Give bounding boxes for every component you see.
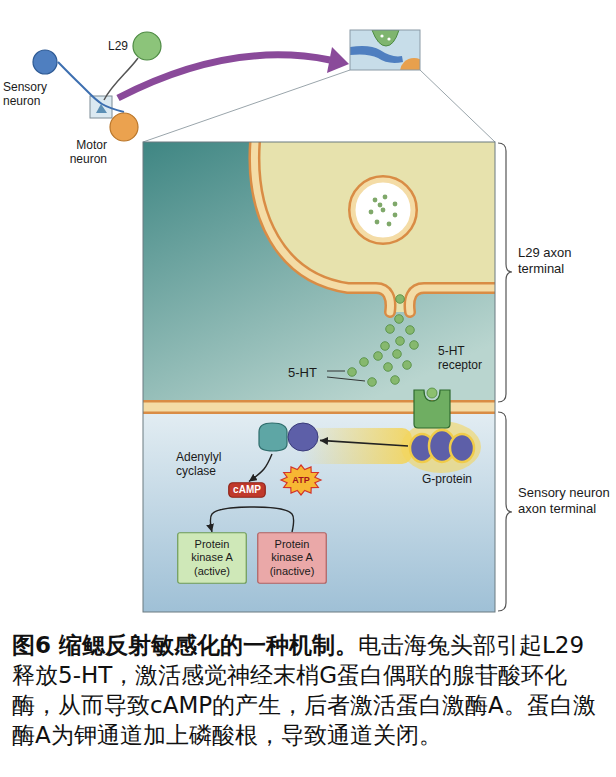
- motor-neuron-body: Motor neuron: [109, 112, 139, 142]
- g-protein: G-protein: [408, 426, 474, 466]
- camp-tag: cAMP: [228, 482, 266, 498]
- node-shape: [132, 31, 162, 61]
- vesicle: [353, 180, 413, 240]
- l29-terminal: [254, 142, 495, 312]
- vesicle-content: [375, 220, 380, 225]
- node-shape: [109, 112, 139, 142]
- signal-glow: [401, 421, 481, 473]
- connector: [249, 454, 272, 482]
- serotonin-molecule: [391, 376, 400, 385]
- molecule-label: 5-HT: [288, 365, 326, 381]
- vesicle-content: [387, 222, 392, 227]
- node-label: Sensory neuron: [3, 80, 61, 109]
- process-box: Protein kinase A (active): [177, 532, 247, 584]
- box-outline: [258, 533, 327, 584]
- membrane: [254, 142, 495, 312]
- zoom-guide: [143, 70, 350, 142]
- node-shape: [32, 49, 58, 75]
- motor-neuron-icon: [400, 58, 420, 70]
- zoom-arrow: [118, 55, 330, 98]
- bracket: [498, 412, 512, 611]
- box-outline: [229, 482, 266, 497]
- l29-terminal-icon: [372, 30, 399, 46]
- leader-line: [327, 377, 365, 381]
- zoom-arrowhead: [327, 47, 349, 73]
- inset-frame: [350, 30, 420, 70]
- atp-burst: ATP: [280, 464, 322, 496]
- l29-neuron-body: L29: [132, 31, 162, 61]
- node-shape: [410, 380, 454, 428]
- connector: [210, 507, 293, 532]
- vesicle-content: [373, 198, 378, 203]
- bracket: [498, 143, 512, 402]
- node-label: G-protein: [422, 472, 488, 486]
- serotonin-molecule: [374, 352, 383, 361]
- receptor-protein: 5-HT receptor: [410, 380, 454, 428]
- figure-title: 图6 缩鳃反射敏感化的一种机制。: [12, 632, 358, 658]
- vesicle-content: [378, 203, 383, 208]
- membrane: [254, 142, 495, 312]
- cell-body: [133, 32, 161, 60]
- protein-subunit: [450, 434, 474, 462]
- node-text: ATP: [292, 475, 309, 486]
- node-label: 5-HT receptor: [438, 344, 494, 373]
- connector: [58, 62, 124, 112]
- node-text: Protein kinase A (active): [181, 538, 243, 578]
- zoom-guide: [420, 70, 495, 142]
- panel-frame: [143, 142, 495, 612]
- serotonin-molecule: [386, 325, 395, 334]
- serotonin-molecule: [396, 295, 405, 304]
- serotonin-molecule: [381, 342, 390, 351]
- connector: [320, 440, 408, 446]
- node-label: Motor neuron: [57, 138, 107, 167]
- node-text: cAMP: [233, 484, 261, 496]
- vesicle-content: [393, 202, 398, 207]
- cell-body: [33, 50, 57, 74]
- node-label: L29: [100, 39, 128, 53]
- vesicle-content: [393, 213, 398, 218]
- serotonin-molecule: [348, 368, 357, 377]
- serotonin-molecule: [360, 358, 369, 367]
- node-shape: [408, 426, 474, 466]
- node-shape: [256, 420, 320, 454]
- vesicle-content: [383, 195, 388, 200]
- serotonin-molecule: [395, 315, 404, 324]
- region-label: L29 axon terminal: [518, 245, 612, 276]
- node-label: Adenylyl cyclase: [176, 450, 238, 479]
- node-text: Protein kinase A (inactive): [261, 538, 323, 578]
- serotonin-molecule: [384, 363, 393, 372]
- serotonin-molecule: [368, 378, 377, 387]
- vesicle-icon: [387, 37, 390, 40]
- vesicle-membrane: [353, 180, 413, 240]
- cytoplasm-ground: [143, 407, 495, 612]
- energy-burst: [281, 465, 321, 495]
- serotonin-molecule: [393, 350, 402, 359]
- leader-line: [327, 371, 345, 372]
- vesicle-icon: [380, 34, 383, 37]
- protein-subunit: [288, 423, 318, 451]
- box-outline: [178, 533, 247, 584]
- cell-body: [110, 113, 138, 141]
- serotonin-molecule: [396, 337, 405, 346]
- sensory-neuron-body: Sensory neuron: [32, 49, 58, 75]
- serotonin-molecule: [406, 326, 415, 335]
- vesicle-content: [381, 208, 386, 213]
- serotonin-molecule: [403, 361, 412, 370]
- region-label: Sensory neuron axon terminal: [518, 485, 612, 516]
- extracellular-ground: [143, 142, 495, 408]
- enzyme-body: [259, 423, 287, 451]
- sensory-axon-icon: [350, 46, 403, 63]
- adenylyl-cyclase: Adenylyl cyclase: [256, 420, 320, 454]
- serotonin-molecule: [410, 341, 419, 350]
- process-box: Protein kinase A (inactive): [257, 532, 327, 584]
- bound-serotonin: [427, 388, 437, 398]
- vesicle-content: [369, 210, 374, 215]
